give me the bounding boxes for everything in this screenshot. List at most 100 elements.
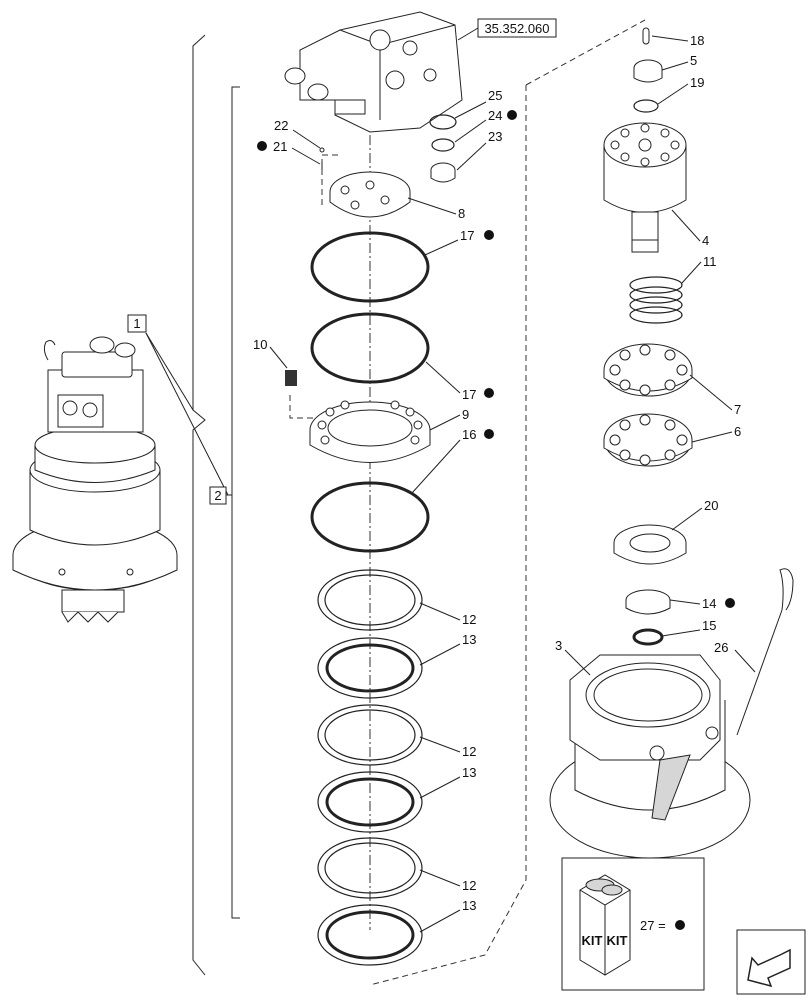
callout-20-label: 20	[704, 498, 718, 513]
housing-3	[549, 654, 751, 859]
reference-callout[interactable]: 35.352.060	[457, 18, 557, 41]
callout-19-label: 19	[690, 75, 704, 90]
callout-12-a[interactable]: 12	[419, 602, 476, 627]
kit-dot-17-upper	[484, 230, 494, 240]
spring-11	[629, 276, 683, 324]
callout-5-label: 5	[690, 53, 697, 68]
callout-18-label: 18	[690, 33, 704, 48]
callout-4-label: 4	[702, 233, 709, 248]
callout-12-c-label: 12	[462, 878, 476, 893]
o-ring-17-upper	[310, 231, 430, 303]
kit-label-left: KIT	[582, 933, 603, 948]
callout-26[interactable]: 26	[714, 640, 756, 673]
callout-7[interactable]: 7	[689, 374, 741, 417]
collar-5	[633, 59, 663, 83]
callout-13-b-label: 13	[462, 765, 476, 780]
callout-3-label: 3	[555, 638, 562, 653]
callout-1-label: 1	[133, 316, 140, 331]
next-page-arrow-icon[interactable]	[736, 929, 806, 995]
kit-dot-17-lower	[484, 388, 494, 398]
cylinder-block-4	[603, 122, 687, 253]
callout-25[interactable]: 25	[454, 88, 502, 119]
callout-12-c[interactable]: 12	[419, 869, 476, 893]
seal-14	[625, 589, 671, 615]
callout-17-upper[interactable]: 17	[424, 228, 494, 256]
callout-3[interactable]: 3	[555, 638, 591, 676]
bushing-23	[430, 162, 456, 183]
dipstick-26	[736, 568, 794, 736]
callout-2-label: 2	[214, 488, 221, 503]
callout-14[interactable]: 14	[669, 596, 735, 611]
callout-17-lower[interactable]: 17	[425, 361, 494, 402]
callout-12-b-label: 12	[462, 744, 476, 759]
kit-legend[interactable]: KIT KIT 27 =	[561, 857, 705, 991]
callout-12-b[interactable]: 12	[419, 736, 476, 759]
callout-21[interactable]: 21	[257, 139, 321, 165]
ring-24	[431, 138, 455, 152]
callout-8[interactable]: 8	[407, 197, 465, 221]
pin-18	[642, 27, 650, 45]
ring-19	[633, 99, 659, 113]
o-ring-17-lower	[310, 312, 430, 384]
assembly-path	[369, 85, 527, 986]
kit-legend-dot	[675, 920, 685, 930]
callout-24-label: 24	[488, 108, 502, 123]
kit-label-right: KIT	[607, 933, 628, 948]
kit-dot-14	[725, 598, 735, 608]
callout-15[interactable]: 15	[661, 618, 716, 637]
callout-7-label: 7	[734, 402, 741, 417]
pin-21-22	[319, 147, 325, 170]
motor-assembly-overview	[12, 336, 178, 623]
callout-15-label: 15	[702, 618, 716, 633]
callout-14-label: 14	[702, 596, 716, 611]
retainer-plate-7	[603, 343, 693, 397]
friction-disc-12-a	[317, 569, 423, 631]
callout-9[interactable]: 9	[429, 407, 469, 431]
callout-23[interactable]: 23	[456, 129, 502, 171]
callout-17-upper-label: 17	[460, 228, 474, 243]
seal-25	[429, 114, 457, 130]
callout-13-c[interactable]: 13	[419, 898, 476, 933]
callout-4[interactable]: 4	[671, 209, 709, 248]
callout-6[interactable]: 6	[691, 424, 741, 443]
callout-21-label: 21	[273, 139, 287, 154]
callout-8-label: 8	[458, 206, 465, 221]
callout-19[interactable]: 19	[657, 75, 704, 105]
friction-disc-12-c	[317, 837, 423, 899]
kit-box-icon	[579, 874, 631, 976]
o-ring-16	[310, 481, 430, 553]
bearing-20	[613, 524, 687, 565]
callout-6-label: 6	[734, 424, 741, 439]
callout-1[interactable]: 1	[127, 314, 147, 333]
callout-5[interactable]: 5	[661, 53, 697, 71]
callout-13-b[interactable]: 13	[419, 765, 476, 799]
callout-18[interactable]: 18	[651, 33, 704, 48]
callout-20[interactable]: 20	[671, 498, 718, 531]
callout-10[interactable]: 10	[253, 337, 288, 369]
valve-block	[284, 11, 463, 133]
callout-16[interactable]: 16	[411, 427, 494, 494]
piston-holes	[317, 400, 423, 445]
friction-disc-12-b	[317, 704, 423, 766]
kit-dot-16	[484, 429, 494, 439]
assembly-path-top	[525, 19, 646, 86]
kit-legend-text: 27 =	[640, 918, 666, 933]
callout-22[interactable]: 22	[274, 118, 321, 149]
piston-shoe-6	[603, 413, 693, 467]
callout-22-label: 22	[274, 118, 288, 133]
callout-13-a[interactable]: 13	[419, 632, 476, 666]
callout-2[interactable]: 2	[209, 486, 227, 505]
bracket-group-1	[145, 34, 229, 976]
kit-dot-24	[507, 110, 517, 120]
callout-11[interactable]: 11	[681, 254, 717, 284]
kit-dot-21	[257, 141, 267, 151]
plate-13-a	[317, 637, 423, 699]
spring-10	[285, 370, 318, 419]
callout-12-a-label: 12	[462, 612, 476, 627]
plate-13-b	[317, 771, 423, 833]
callout-24[interactable]: 24	[454, 108, 517, 143]
callout-9-label: 9	[462, 407, 469, 422]
ring-15	[632, 628, 664, 646]
callout-17-lower-label: 17	[462, 387, 476, 402]
